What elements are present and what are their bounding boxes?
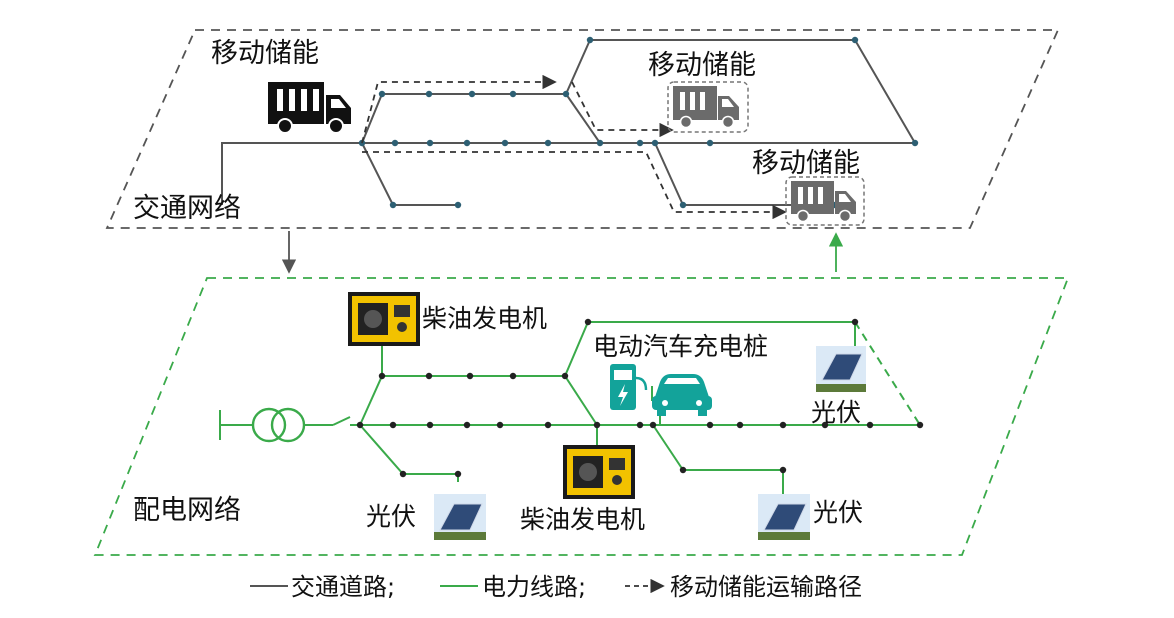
storage-transport-paths (361, 74, 787, 220)
ev-charger-icon (610, 364, 648, 410)
diesel-generator-label: 柴油发电机 (422, 304, 547, 333)
transport-network-layer: 移动储能 移动储能 移动储能 交通网络 (105, 29, 1060, 229)
storage-label: 移动储能 (648, 50, 756, 81)
legend-road-label: 交通道路; (291, 573, 395, 601)
truck-icon (667, 81, 749, 133)
distribution-network-title: 配电网络 (133, 495, 241, 526)
transport-layer-boundary (105, 29, 1060, 229)
power-layer-boundary (93, 277, 1070, 556)
distribution-network-layer: 柴油发电机 柴油发电机 电动汽车充电桩 光伏 光伏 光伏 配电网络 (93, 277, 1070, 556)
diesel-generator-label: 柴油发电机 (520, 505, 645, 534)
diesel-generator-icon (348, 292, 420, 346)
solar-panel-icon (816, 346, 866, 392)
solar-panel-icon (434, 494, 486, 540)
transport-network-title: 交通网络 (133, 193, 241, 224)
road-lines (221, 39, 916, 206)
electric-car-icon (652, 374, 712, 416)
pv-label: 光伏 (811, 398, 861, 427)
ev-charger-label: 电动汽车充电桩 (593, 332, 768, 361)
transformer-icon (251, 407, 306, 443)
solar-panel-icon (758, 494, 810, 540)
truck-icon (268, 82, 351, 134)
legend-path-label: 移动储能运输路径 (670, 573, 862, 601)
pv-label: 光伏 (813, 498, 863, 527)
truck-icon (785, 176, 865, 226)
road-nodes (358, 36, 919, 209)
power-nodes (356, 318, 924, 478)
pv-label: 光伏 (366, 502, 416, 531)
diesel-generator-icon (563, 445, 635, 499)
power-lines-dashed (854, 321, 921, 426)
storage-label: 移动储能 (211, 38, 319, 69)
legend: 交通道路; 电力线路; 移动储能运输路径 (250, 573, 862, 601)
storage-label: 移动储能 (752, 148, 860, 179)
legend-power-label: 电力线路; (482, 573, 586, 601)
